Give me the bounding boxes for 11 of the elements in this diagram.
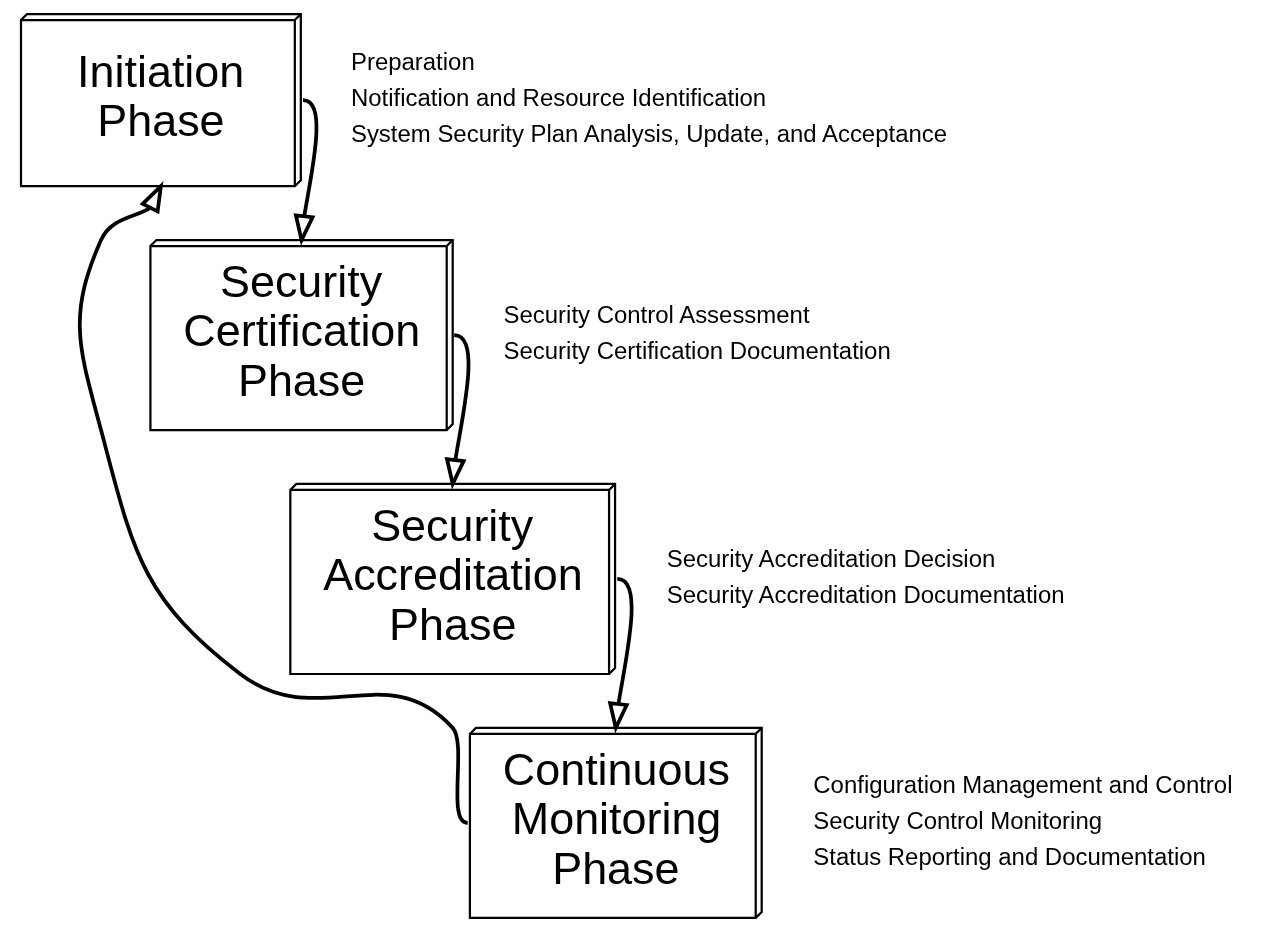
- node-label: Security Accreditation Decision: [666, 544, 996, 572]
- node-label: Security Control Assessment: [503, 300, 810, 328]
- node-label: Security Control Monitoring: [813, 806, 1103, 834]
- node-label: Status Reporting and Documentation: [813, 842, 1206, 870]
- node-label: System Security Plan Analysis, Update, and Acceptance: [350, 119, 948, 147]
- node-label: Configuration Management and Control: [813, 770, 1233, 798]
- arrow: [78, 181, 469, 825]
- node-label: Security Accreditation Documentation: [666, 580, 1065, 608]
- node-label: Notification and Resource Identification: [350, 83, 767, 111]
- node-label: Security Certification Documentation: [503, 336, 891, 364]
- node-label: Preparation: [350, 47, 475, 75]
